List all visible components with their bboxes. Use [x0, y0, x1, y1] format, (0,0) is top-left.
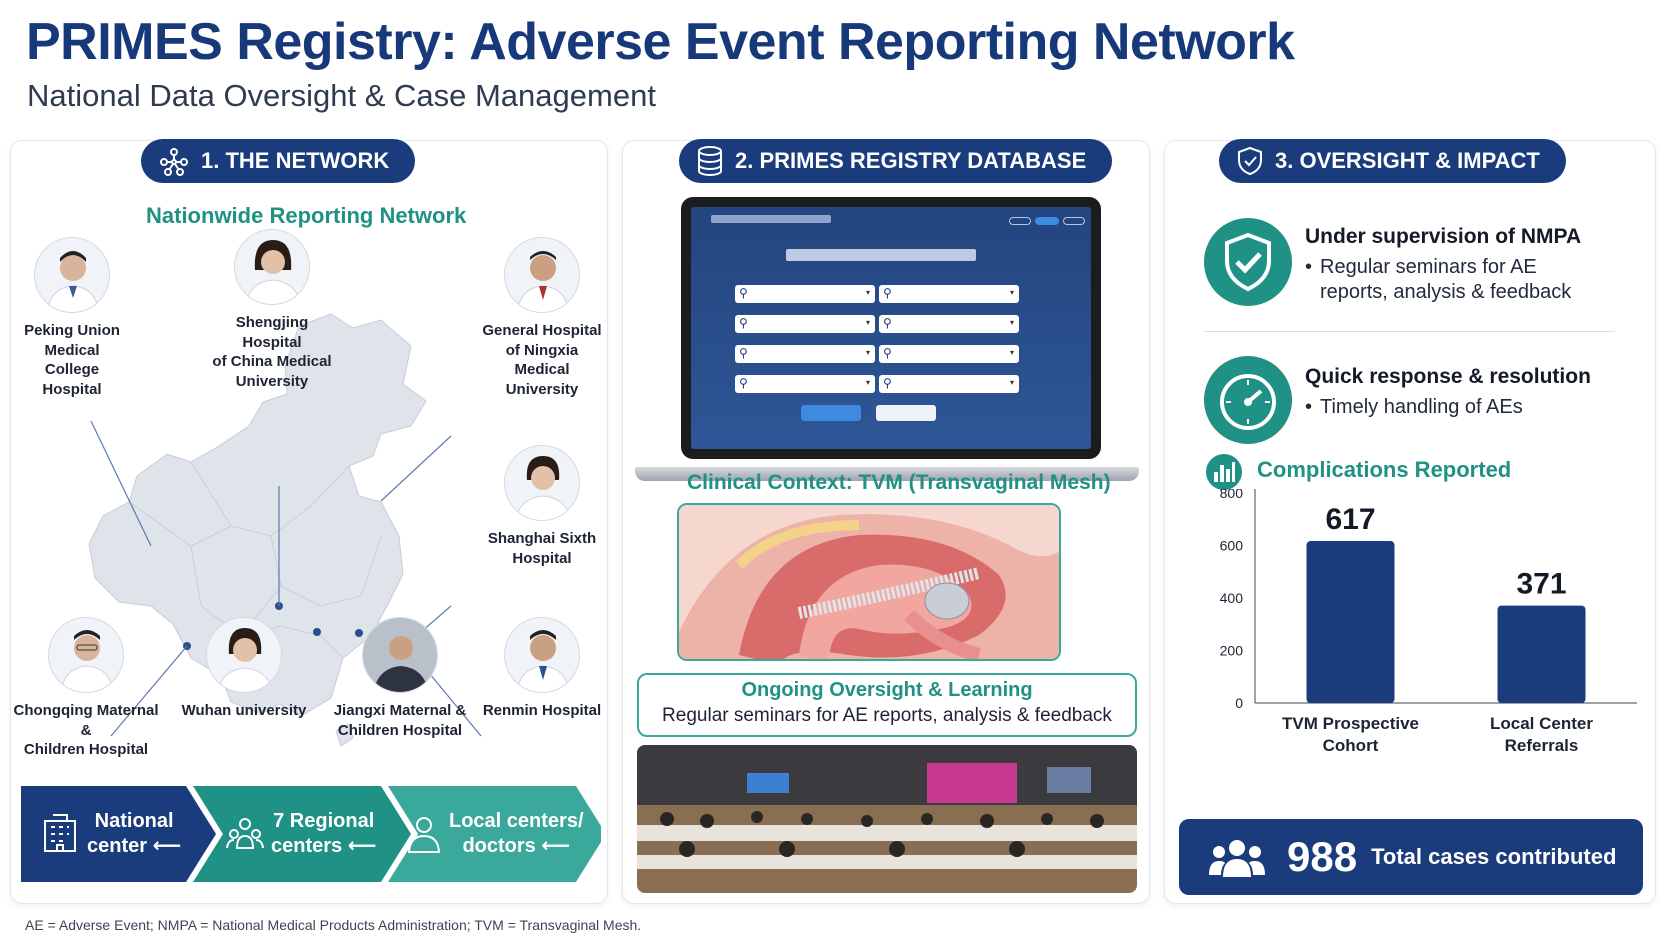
x-tick-label: Local Center: [1490, 714, 1593, 733]
doctor-avatar: [234, 229, 310, 305]
bar-data-label: 617: [1325, 503, 1375, 536]
bar-data-label: 371: [1516, 568, 1566, 601]
users-icon: [1209, 840, 1265, 877]
person-icon: [407, 817, 441, 853]
doctor-avatar: [504, 617, 580, 693]
people-group-icon: [226, 818, 264, 849]
seminar-photo: [637, 745, 1137, 893]
oversight-item-response: Quick response & resolution •Timely hand…: [1305, 365, 1591, 418]
doctor-avatar: [362, 617, 438, 693]
network-heading: 1. THE NETWORK: [201, 148, 390, 173]
page-title: PRIMES Registry: Adverse Event Reporting…: [26, 13, 1295, 71]
x-tick-label: TVM Prospective: [1282, 714, 1419, 733]
bar: [1497, 605, 1586, 703]
hospital-renmin: Renmin Hospital: [477, 617, 607, 721]
laptop-screen: ⚲▾ ⚲▾ ⚲▾ ⚲▾ ⚲▾ ⚲▾ ⚲▾ ⚲▾: [681, 197, 1101, 459]
oversight-heading: 3. OVERSIGHT & IMPACT: [1275, 148, 1540, 173]
flow-chevron-shapes: [21, 786, 601, 882]
doctor-avatar: [504, 237, 580, 313]
arrow-left-icon: ⟵: [152, 835, 182, 857]
doctor-avatar: [504, 445, 580, 521]
database-heading: 2. PRIMES REGISTRY DATABASE: [735, 148, 1087, 173]
footnote: AE = Adverse Event; NMPA = National Medi…: [25, 917, 642, 933]
flow-local-centers: Local centers/doctors ⟵: [405, 786, 595, 882]
page-subtitle: National Data Oversight & Case Managemen…: [27, 78, 656, 113]
total-cases-label: Total cases contributed: [1371, 844, 1617, 869]
hospital-wuhan: Wuhan university: [179, 617, 309, 721]
x-tick-label: Referrals: [1505, 736, 1579, 755]
database-heading-pill: 2. PRIMES REGISTRY DATABASE: [679, 139, 1113, 183]
oversight-heading-pill: 3. OVERSIGHT & IMPACT: [1219, 139, 1566, 183]
bar-chart-icon: [1206, 454, 1242, 490]
database-panel: 2. PRIMES REGISTRY DATABASE ⚲▾ ⚲▾ ⚲▾ ⚲▾ …: [622, 139, 1150, 904]
total-cases-banner: 988 Total cases contributed: [1179, 819, 1643, 895]
shield-check-icon: [1204, 218, 1292, 306]
total-cases-value: 988: [1287, 833, 1358, 880]
bar: [1306, 541, 1395, 703]
y-tick-label: 600: [1220, 538, 1244, 554]
database-icon: [698, 146, 722, 176]
network-icon: [160, 148, 188, 176]
chart-heading: Complications Reported: [1257, 457, 1512, 482]
clinical-context-heading: Clinical Context: TVM (Transvaginal Mesh…: [687, 471, 1111, 494]
network-subheading: Nationwide Reporting Network: [146, 203, 467, 228]
ongoing-oversight-box: Ongoing Oversight & Learning Regular sem…: [637, 673, 1137, 737]
tvm-anatomy-illustration: [677, 503, 1061, 661]
y-tick-label: 0: [1235, 695, 1243, 711]
arrow-left-icon: ⟵: [347, 835, 377, 857]
arrow-left-icon: ⟵: [541, 835, 571, 857]
doctor-avatar: [48, 617, 124, 693]
oversight-item-nmpa: Under supervision of NMPA •Regular semin…: [1305, 225, 1582, 303]
hospital-chongqing: Chongqing Maternal &Children Hospital: [11, 617, 161, 760]
stopwatch-icon: [1204, 356, 1292, 444]
network-heading-pill: 1. THE NETWORK: [141, 139, 416, 183]
doctor-avatar: [34, 237, 110, 313]
oversight-panel: 3. OVERSIGHT & IMPACT Under supervision …: [1164, 139, 1656, 904]
building-icon: [44, 814, 76, 852]
network-panel: 1. THE NETWORK Nationwide Reporting Netw…: [10, 139, 608, 904]
doctor-avatar: [206, 617, 282, 693]
y-tick-label: 400: [1220, 590, 1244, 606]
ongoing-oversight-text: Regular seminars for AE reports, analysi…: [662, 705, 1112, 726]
y-tick-label: 200: [1220, 643, 1244, 659]
ongoing-oversight-title: Ongoing Oversight & Learning: [741, 679, 1033, 701]
shield-icon: [1238, 146, 1262, 176]
y-tick-label: 800: [1220, 489, 1244, 501]
hospital-jiangxi: Jiangxi Maternal &Children Hospital: [325, 617, 475, 740]
x-tick-label: Cohort: [1323, 736, 1379, 755]
divider: [1205, 331, 1615, 332]
laptop-base: [635, 467, 1139, 481]
registry-database-screenshot: ⚲▾ ⚲▾ ⚲▾ ⚲▾ ⚲▾ ⚲▾ ⚲▾ ⚲▾: [691, 207, 1091, 449]
